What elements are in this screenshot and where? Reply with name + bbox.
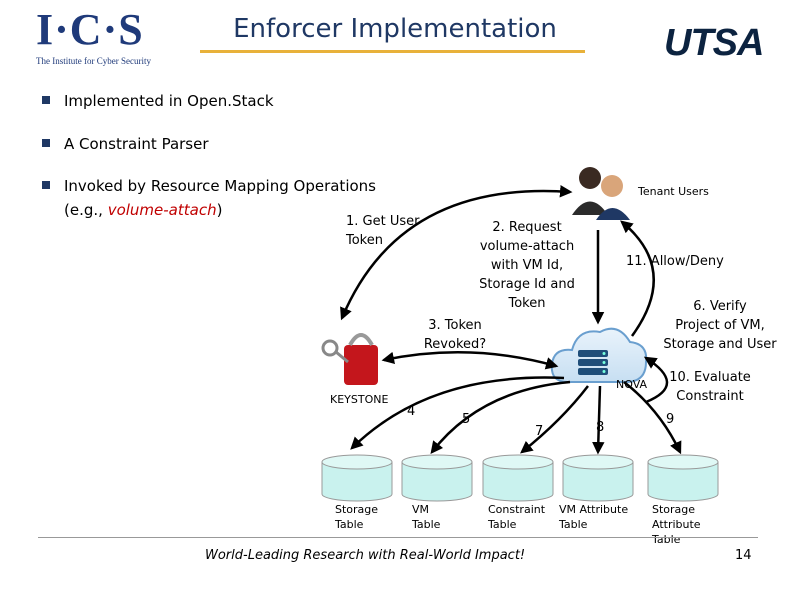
step2-line3: with VM Id, (490, 258, 564, 273)
step3-line2: Revoked? (423, 337, 487, 352)
step6-label: 6. Verify Project of VM, Storage and Use… (660, 297, 780, 354)
step2-line2: volume-attach (479, 239, 575, 254)
ics-logo: I·C·S The Institute for Cyber Security (36, 5, 156, 67)
arrow-step11 (620, 220, 655, 337)
arrow-step4 (350, 376, 565, 450)
step2-line1: 2. Request (492, 220, 562, 235)
step5-label: 5 (462, 412, 471, 427)
storage-table-cylinder (321, 454, 393, 502)
bullet-3-line2: (e.g., volume-attach) (64, 201, 222, 219)
step6-line2: Project of VM, (675, 318, 765, 333)
step10-label: 10. Evaluate Constraint (664, 368, 756, 406)
bullet-square-icon (42, 138, 50, 147)
tenant-users-icon (572, 167, 630, 220)
storage-attribute-table-line3: Table (652, 533, 681, 546)
arrow-step1 (340, 185, 573, 321)
vm-table-label: VM Table (412, 502, 440, 532)
step6-line1: 6. Verify (693, 299, 747, 314)
arrow-step9 (623, 381, 682, 455)
step1-line1: 1. Get User (346, 214, 420, 229)
storage-table-line1: Storage (335, 503, 379, 516)
footer-tagline: World-Leading Research with Real-World I… (205, 548, 526, 563)
utsa-logo: UTSA (664, 22, 764, 64)
constraint-table-line2: Table (488, 518, 517, 531)
title-underline (200, 50, 585, 53)
bullet-3: Invoked by Resource Mapping Operations (42, 177, 376, 195)
vm-table-line2: Table (412, 518, 441, 531)
nova-label: NOVA (616, 378, 648, 391)
step10-line1: 10. Evaluate (669, 370, 751, 385)
storage-table-line2: Table (335, 518, 364, 531)
step1-line2: Token (346, 233, 383, 248)
tenant-users-label: Tenant Users (638, 185, 709, 198)
page-number: 14 (735, 548, 752, 563)
bullet-3-suffix: ) (216, 201, 223, 219)
step2-line4: Storage Id and (479, 277, 575, 292)
arrow-step7 (520, 385, 589, 454)
arrow-step5 (430, 380, 571, 454)
step9-label: 9 (666, 412, 675, 427)
vm-table-line1: VM (412, 503, 430, 516)
bullet-2: A Constraint Parser (42, 135, 209, 153)
step3-label: 3. Token Revoked? (420, 316, 490, 354)
arrow-step8 (592, 385, 605, 455)
bullet-3-emphasis: volume-attach (107, 201, 217, 219)
keystone-icon (321, 333, 378, 385)
step1-label: 1. Get User Token (346, 212, 419, 250)
constraint-table-label: Constraint Table (488, 502, 545, 532)
bullet-3-text: Invoked by Resource Mapping Operations (64, 177, 376, 195)
step4-label: 4 (407, 404, 416, 419)
arrow-step3 (381, 351, 559, 370)
step6-line3: Storage and User (663, 337, 777, 352)
bullet-square-icon (42, 95, 50, 104)
vm-attribute-table-label: VM Attribute Table (559, 502, 628, 532)
ics-logo-subtitle: The Institute for Cyber Security (36, 56, 151, 66)
page-title: Enforcer Implementation (233, 14, 557, 44)
storage-attribute-table-line2: Attribute (652, 518, 701, 531)
storage-attribute-table-cylinder (647, 454, 719, 502)
vm-attribute-table-line1: VM Attribute (559, 503, 629, 516)
bullet-2-text: A Constraint Parser (64, 135, 209, 153)
bullet-1: Implemented in Open.Stack (42, 92, 274, 110)
constraint-table-cylinder (482, 454, 554, 502)
step8-label: 8 (596, 420, 605, 435)
vm-attribute-table-cylinder (562, 454, 634, 502)
vm-attribute-table-line2: Table (559, 518, 588, 531)
step11-label: 11. Allow/Deny (626, 254, 724, 269)
constraint-table-line1: Constraint (488, 503, 546, 516)
storage-table-label: Storage Table (335, 502, 378, 532)
step7-label: 7 (535, 424, 544, 439)
ics-logo-letters: I·C·S (36, 5, 144, 54)
step2-line5: Token (508, 296, 546, 311)
step2-label: 2. Request volume-attach with VM Id, Sto… (472, 218, 582, 313)
bullet-square-icon (42, 180, 50, 189)
step3-line1: 3. Token (428, 318, 482, 333)
arrow-step6 (643, 356, 668, 404)
keystone-label: KEYSTONE (330, 393, 389, 406)
bullet-1-text: Implemented in Open.Stack (64, 92, 274, 110)
storage-attribute-table-line1: Storage (652, 503, 696, 516)
nova-cloud-icon (550, 327, 648, 383)
step10-line2: Constraint (676, 389, 744, 404)
footer-divider (38, 537, 758, 538)
vm-table-cylinder (401, 454, 473, 502)
bullet-3-prefix: (e.g., (64, 201, 108, 219)
storage-attribute-table-label: Storage Attribute Table (652, 502, 701, 547)
